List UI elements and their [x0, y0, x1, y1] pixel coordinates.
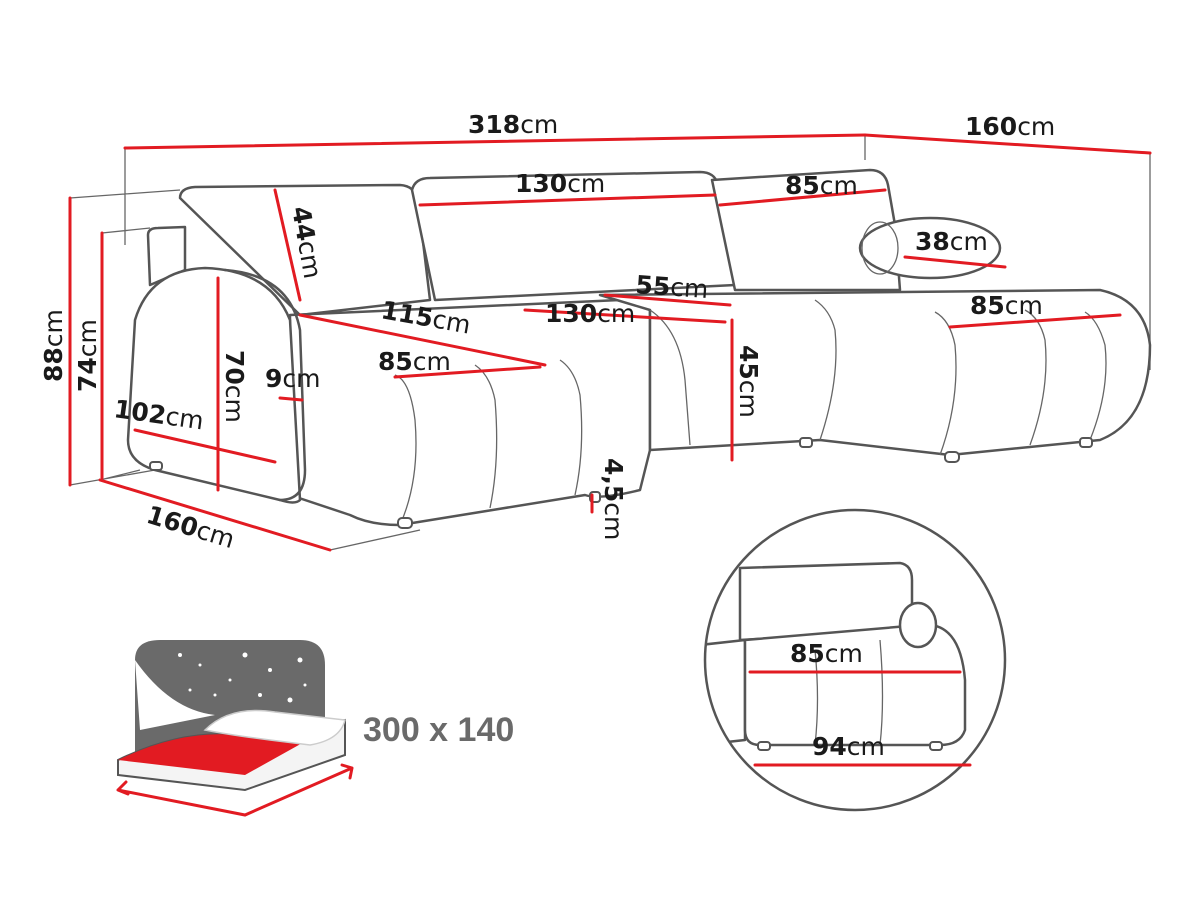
guide-lines: [69, 135, 1151, 551]
label-armrest-height: 70cm: [220, 350, 249, 423]
label-seat-depth-middle: 55cm: [635, 270, 710, 304]
label-inset-total-width: 94cm: [812, 732, 885, 761]
label-leg-height: 4,5cm: [599, 458, 628, 540]
label-seat-height: 45cm: [734, 345, 763, 418]
dimension-lines: [68, 133, 1152, 552]
label-chaise-depth: 160cm: [965, 112, 1055, 141]
label-overall-width: 318cm: [468, 110, 558, 139]
label-seat-width-middle: 130cm: [545, 299, 635, 328]
bed-night-stars-icon: [116, 640, 354, 817]
label-total-height: 88cm: [39, 309, 68, 382]
label-chaise-width: 85cm: [970, 291, 1043, 320]
label-back-width-right: 85cm: [785, 171, 858, 200]
label-back-height: 74cm: [73, 319, 102, 392]
label-seat-width-left: 85cm: [378, 347, 451, 376]
label-armrest-depth: 102cm: [112, 394, 205, 435]
inset-detail: 85cm 94cm: [703, 508, 1007, 812]
label-back-width-middle: 130cm: [515, 169, 605, 198]
label-armrest-width: 9cm: [265, 364, 321, 393]
bed-size-label: 300 x 140: [363, 711, 514, 749]
label-back-cushion-height: 44cm: [286, 204, 327, 281]
label-inset-seat-width: 85cm: [790, 639, 863, 668]
label-pillow-length: 38cm: [915, 227, 988, 256]
